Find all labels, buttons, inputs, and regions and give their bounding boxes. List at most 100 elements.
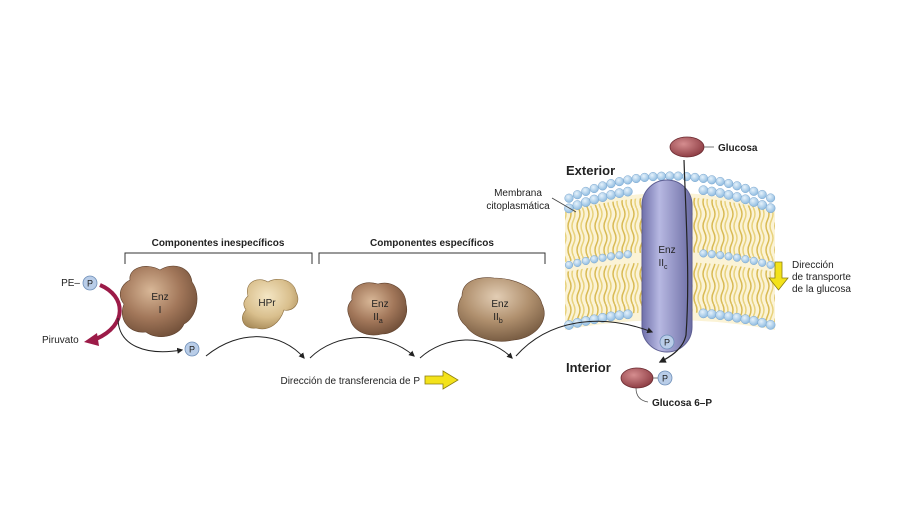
- lipid-head: [758, 258, 767, 267]
- exterior-label: Exterior: [566, 163, 615, 178]
- lipid-head: [741, 255, 750, 264]
- lipid-head: [597, 192, 608, 202]
- phosphate-on-pep: [82, 275, 98, 291]
- lipid-head: [748, 197, 759, 207]
- lipid-head: [580, 197, 591, 207]
- svg-text:IIc: IIc: [658, 258, 668, 271]
- lipid-head: [740, 314, 751, 325]
- lipid-head: [648, 172, 658, 182]
- transport-direction-line2: de transporte: [792, 272, 851, 283]
- glucose-transport-path: [658, 159, 689, 363]
- lipid-head: [640, 172, 650, 182]
- lipid-head: [732, 192, 742, 202]
- lipid-head: [614, 177, 624, 187]
- lipid-head: [564, 203, 574, 214]
- lipid-head: [572, 200, 583, 210]
- lipid-head: [614, 188, 625, 198]
- lipid-head: [589, 194, 600, 205]
- transfer-arrow-enzi-to-p: [117, 317, 184, 354]
- glucose-6p-sugar: [620, 367, 654, 389]
- membrane-label-line2: citoplasmática: [486, 201, 550, 212]
- lipid-head: [589, 183, 599, 194]
- transfer-arrow-iia: [309, 337, 415, 359]
- transfer-arrow-to-iic: [515, 320, 654, 357]
- nonspecific-components-label: Componentes inespecíficos: [152, 238, 285, 249]
- lipid-head: [707, 250, 716, 259]
- lipid-head: [698, 308, 709, 319]
- glucose-label: Glucosa: [718, 143, 758, 154]
- enz-iia-label-line1: Enz: [371, 299, 388, 310]
- enzyme-iib: Enz IIb: [457, 277, 545, 342]
- lipid-head: [715, 176, 725, 187]
- glucose-6p-label: Glucosa 6–P: [652, 398, 712, 409]
- lipid-head: [682, 172, 692, 182]
- enz-iib-label-sub: b: [499, 318, 503, 325]
- interior-label: Interior: [566, 360, 611, 375]
- phosphate-on-enz-iic: [659, 334, 675, 350]
- transport-direction-line1: Dirección: [792, 260, 834, 271]
- lipid-head: [698, 173, 708, 183]
- transfer-direction-arrow: [424, 370, 459, 390]
- enz-iia-label-main: II: [373, 312, 379, 323]
- lipid-head: [757, 200, 768, 210]
- lipid-head: [732, 253, 742, 262]
- lipid-head: [598, 253, 607, 262]
- lipid-head: [716, 251, 725, 260]
- lipid-head: [724, 252, 733, 261]
- lipid-head: [723, 311, 734, 322]
- lipid-head: [724, 178, 734, 189]
- lipid-head: [673, 171, 683, 181]
- transfer-arrow-hpr: [205, 336, 305, 359]
- lipid-head: [740, 194, 751, 205]
- lipid-head: [699, 249, 708, 258]
- glucose-6p-phosphate: [657, 370, 673, 386]
- lipid-head: [715, 310, 726, 321]
- lipid-head: [749, 186, 759, 196]
- lipid-head: [564, 193, 574, 203]
- hpr-protein: HPr: [242, 279, 299, 330]
- lipid-head: [732, 181, 742, 191]
- enz-iib-label-line1: Enz: [491, 299, 508, 310]
- enz-iia-label-sub: a: [379, 318, 383, 325]
- lipid-head: [749, 256, 758, 265]
- lipid-head: [606, 179, 616, 189]
- transport-direction-line3: de la glucosa: [792, 284, 851, 295]
- lipid-head: [723, 190, 734, 200]
- lipid-head: [589, 314, 600, 325]
- lipid-head: [623, 175, 633, 185]
- lipid-head: [706, 309, 717, 320]
- pyruvate-arrowhead: [84, 333, 99, 346]
- membrane-label-line1: Membrana: [494, 188, 542, 199]
- phosphate-label: P: [662, 374, 668, 384]
- lipid-head: [665, 171, 675, 181]
- lipid-head: [623, 250, 632, 259]
- lipid-head: [766, 260, 775, 269]
- bracket-specific: Componentes específicos: [318, 238, 546, 264]
- pyruvate-label: Piruvato: [42, 335, 79, 346]
- lipid-head: [765, 203, 776, 214]
- enzyme-iic-transporter: Enz IIc: [641, 179, 693, 353]
- lipid-head: [580, 316, 591, 326]
- lipid-head: [757, 189, 767, 200]
- lipid-head: [706, 186, 717, 197]
- pep-label: PE–: [61, 278, 80, 289]
- svg-text:IIa: IIa: [373, 312, 383, 325]
- svg-text:IIb: IIb: [493, 312, 503, 325]
- lipid-head: [690, 172, 700, 182]
- transport-direction-arrow: [768, 261, 789, 291]
- bracket-nonspecific: Componentes inespecíficos: [124, 238, 313, 264]
- pep-to-pyruvate-arrow: [95, 283, 122, 341]
- glucose-6p-leader-line: [635, 387, 649, 403]
- membrane-leader-line: [551, 197, 577, 213]
- enzyme-iia: Enz IIa: [347, 282, 408, 336]
- lipid-head: [732, 312, 742, 323]
- transfer-arrow-iib: [419, 339, 513, 359]
- enz-iic-label-main: II: [658, 258, 664, 269]
- enz-iic-label-sub: c: [664, 264, 668, 271]
- lipid-head: [614, 310, 625, 321]
- lipid-head: [748, 316, 759, 326]
- glucose-molecule: [669, 136, 705, 158]
- phosphate-label: P: [189, 345, 195, 355]
- phosphate-transferred: [184, 341, 200, 357]
- enz-iic-label-line1: Enz: [658, 245, 675, 256]
